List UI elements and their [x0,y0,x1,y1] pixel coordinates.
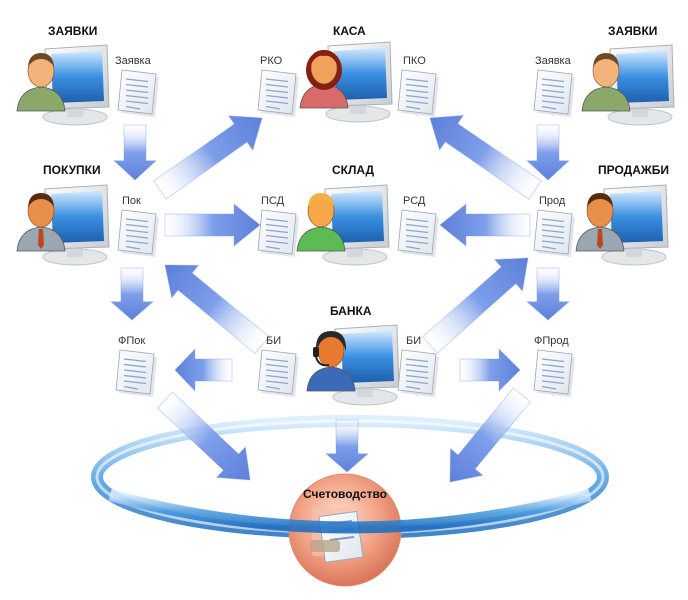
dept-label-warehouse: СКЛАД [332,163,375,177]
workstation-requests-left [16,44,110,126]
doc-icon-request-left [117,69,159,117]
workstation-sales [575,184,669,266]
documents [115,69,575,397]
doc-label-rko: РКО [260,55,283,67]
arrow-sales-to-rsd [439,203,531,247]
arrow-invoice-sale-to-accounting [449,387,532,483]
doc-icon-sale [533,209,575,257]
doc-label-pko: ПКО [403,55,426,67]
person-icon [296,193,346,252]
flow-arrows [109,114,571,483]
dept-label-cashbox: КАСА [333,24,366,38]
dept-label-requests-left: ЗАЯВКИ [48,24,97,38]
arrow-purchases-to-rko [152,115,263,200]
doc-icon-purchase [117,209,159,257]
dept-label-sales: ПРОДАЖБИ [598,163,669,177]
arrow-request-right-to-sales [525,124,571,181]
person-icon [575,193,625,252]
arrow-sales-to-invoice [525,267,571,321]
doc-label-request-right: Заявка [535,55,572,67]
person-icon [306,331,356,392]
person-icon [581,53,631,112]
doc-icon-pko [397,69,439,117]
person-icon [16,53,66,112]
accounting-label: Счетоводство [303,487,387,501]
accounting-ring-front [108,489,592,534]
doc-icon-rsd [397,209,439,257]
arrow-bank-to-sales [421,257,529,354]
workstation-cashbox [299,41,393,123]
doc-label-sale: Прод [539,195,566,207]
arrow-bank-to-accounting [324,419,370,473]
arrow-bank-statement-to-invoice-right [459,347,521,393]
workstations [16,41,675,406]
doc-icon-bank-statement-left [257,349,299,397]
arrow-request-left-to-purchases [112,124,158,181]
doc-icon-bank-statement-right [397,349,439,397]
doc-label-bank-statement-left: БИ [266,335,281,347]
workstation-bank [306,324,400,406]
doc-icon-psd [257,209,299,257]
arrow-bank-statement-to-invoice-left [174,347,233,393]
doc-icon-invoice-purchase [115,349,157,397]
arrow-sales-to-pko [429,114,542,200]
doc-label-invoice-purchase: ФПок [118,335,145,347]
arrow-purchases-to-psd [164,203,261,247]
doc-label-rsd: РСД [403,195,426,207]
person-icon [16,193,66,252]
doc-label-invoice-sale: ФПрод [534,335,569,347]
doc-label-request-left: Заявка [115,55,152,67]
dept-label-purchases: ПОКУПКИ [43,163,101,177]
doc-label-bank-statement-right: БИ [406,335,421,347]
arrow-bank-to-purchases [164,264,270,355]
workstation-purchases [16,184,110,266]
workstation-requests-right [581,44,675,126]
person-icon [299,50,349,109]
doc-label-psd: ПСД [261,195,285,207]
arrow-invoice-purchase-to-accounting [156,391,251,481]
doc-label-purchase: Пок [122,195,141,207]
doc-icon-request-right [533,69,575,117]
doc-icon-invoice-sale [533,349,575,397]
dept-label-bank: БАНКА [330,304,372,318]
doc-icon-rko [257,69,299,117]
dept-label-requests-right: ЗАЯВКИ [608,24,657,38]
arrow-purchases-to-invoice [109,267,155,321]
workstation-warehouse [296,184,390,266]
ledger-icon [310,508,364,563]
